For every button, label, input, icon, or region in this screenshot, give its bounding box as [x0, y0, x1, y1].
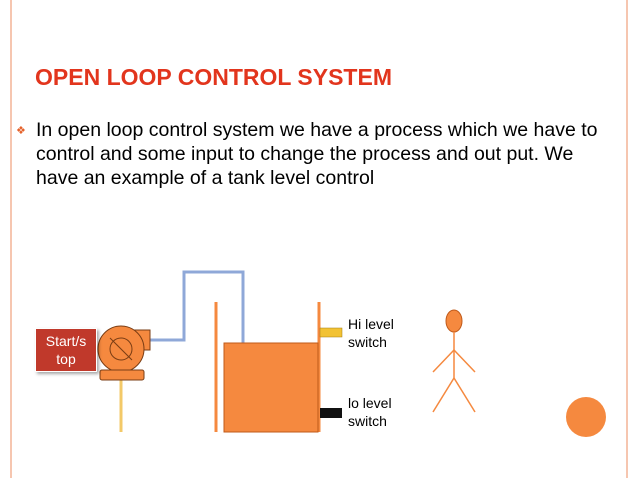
tank [223, 342, 319, 433]
operator-figure-icon [432, 309, 476, 413]
bullet-icon: ❖ [16, 125, 26, 137]
pipe [150, 270, 245, 344]
lo-level-switch-label: lo level switch [348, 395, 392, 429]
start-stop-button[interactable]: Start/s top [35, 328, 97, 372]
right-border-line [626, 0, 628, 478]
pump-icon [97, 325, 151, 381]
hi-level-switch-icon[interactable] [319, 327, 343, 338]
slide-title: OPEN LOOP CONTROL SYSTEM [35, 64, 392, 90]
left-border-line [10, 0, 12, 478]
decorative-circle [566, 397, 606, 437]
lo-level-switch-icon[interactable] [320, 408, 342, 418]
hi-level-switch-label: Hi level switch [348, 316, 394, 350]
start-stop-label: Start/s top [45, 333, 87, 367]
body-text: In open loop control system we have a pr… [36, 119, 598, 189]
